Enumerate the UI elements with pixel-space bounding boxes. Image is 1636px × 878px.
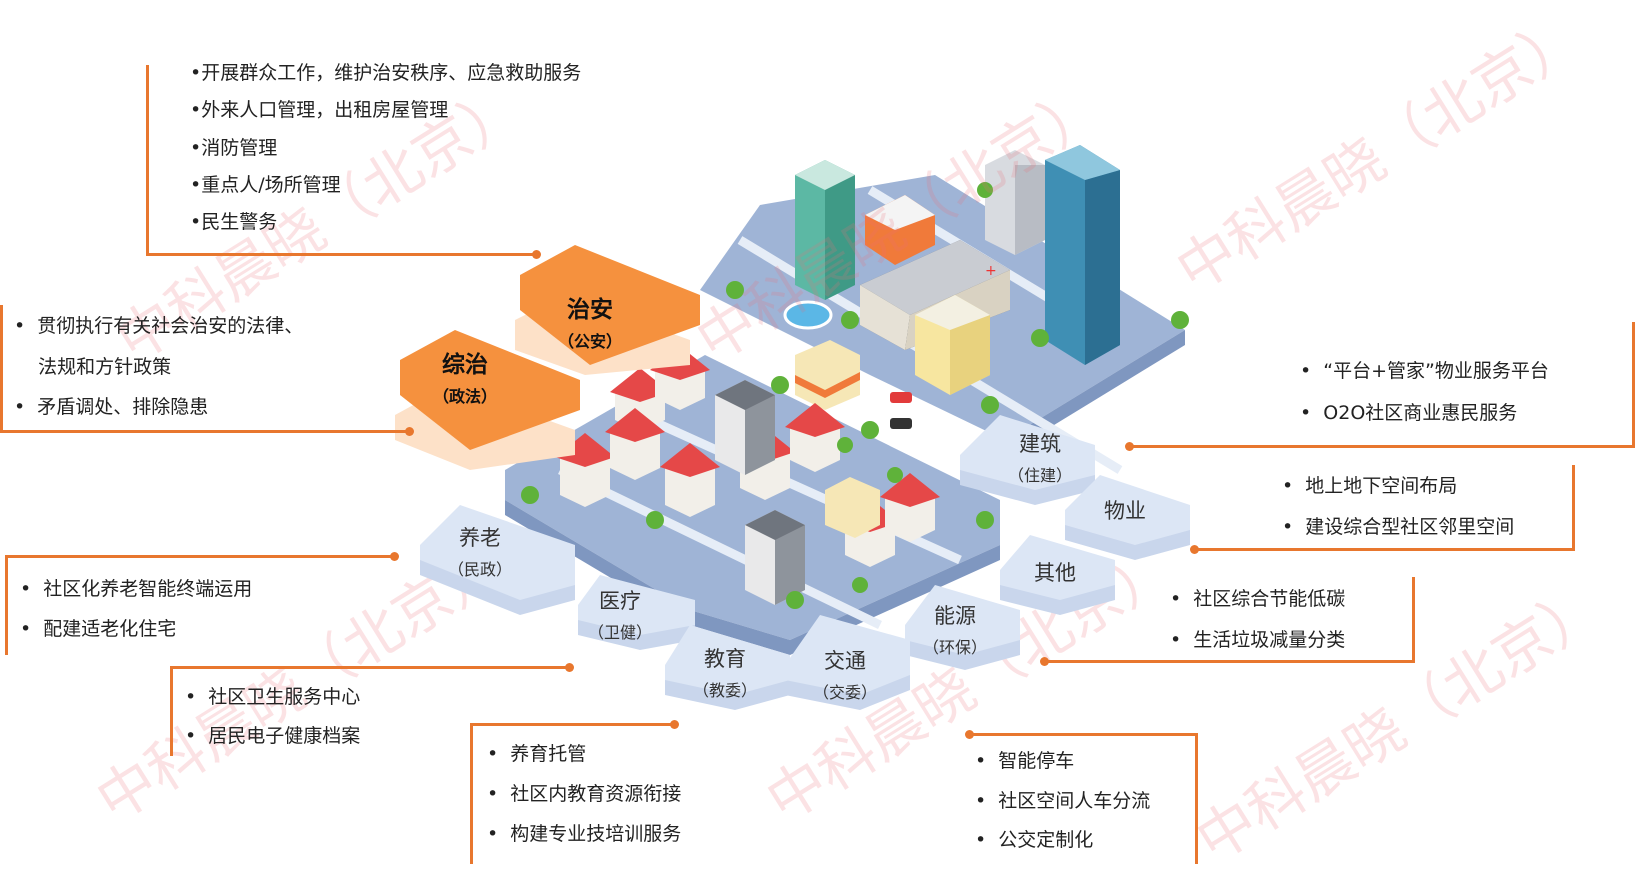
governance-tile-label: 综治 （政法） (410, 345, 520, 407)
svg-text:+: + (985, 263, 997, 279)
energy-title: 能源 (934, 604, 976, 628)
callout-line (1045, 660, 1415, 663)
other-title: 其他 (1034, 561, 1076, 585)
callout-line (1195, 733, 1198, 864)
pool (783, 300, 833, 330)
callout-line (1632, 322, 1635, 448)
list-item: • “平台+管家”物业服务平台 (1300, 360, 1549, 382)
list-item: • 社区综合节能低碳 (1170, 588, 1346, 610)
callout-line (170, 666, 173, 756)
transport-tile-label: 交通 （交委） (805, 645, 885, 703)
transport-title: 交通 (824, 649, 866, 673)
other-tile-label: 其他 (1015, 557, 1095, 587)
callout-dot (405, 427, 414, 436)
list-item: • 养育托管 (487, 743, 587, 765)
list-item: • 构建专业技培训服务 (487, 823, 682, 845)
callout-dot (670, 720, 679, 729)
energy-subtitle: （环保） (922, 638, 987, 657)
teal-building (795, 160, 855, 300)
elderly-subtitle: （民政） (447, 560, 512, 579)
property-tile-label: 物业 (1085, 495, 1165, 525)
list-item: • 公交定制化 (975, 829, 1094, 851)
list-item: •重点人/场所管理 (190, 174, 341, 196)
apartment-blocks (715, 380, 880, 605)
construction-title: 建筑 (1019, 432, 1061, 456)
construction-subtitle: （住建） (1007, 466, 1072, 485)
office-tower (985, 150, 1045, 255)
trees (521, 182, 1189, 609)
callout-line (0, 305, 3, 433)
education-tile-label: 教育 （教委） (685, 643, 765, 701)
callout-line (1195, 548, 1575, 551)
property-title: 物业 (1104, 499, 1146, 523)
elderly-title: 养老 (459, 526, 501, 550)
car-black (890, 418, 912, 429)
list-item: • 配建适老化住宅 (20, 618, 177, 640)
public-security-tile-label: 治安 （公安） (535, 290, 645, 352)
callout-line (1412, 577, 1415, 663)
energy-tile-label: 能源 （环保） (915, 600, 995, 658)
public-security-title: 治安 (567, 297, 613, 323)
list-item: • 社区卫生服务中心 (185, 686, 361, 708)
construction-tile-label: 建筑 （住建） (1000, 428, 1080, 486)
callout-line (170, 666, 570, 669)
callout-line (1130, 445, 1635, 448)
list-item: 法规和方针政策 (14, 356, 172, 378)
callout-dot (1190, 545, 1199, 554)
callout-line (970, 733, 1198, 736)
callout-line (146, 253, 536, 256)
list-item: • 生活垃圾减量分类 (1170, 629, 1346, 651)
callout-line (0, 430, 410, 433)
callout-dot (390, 552, 399, 561)
list-item: •民生警务 (190, 211, 278, 233)
medical-title: 医疗 (599, 589, 641, 613)
governance-title: 综治 (442, 352, 488, 378)
list-item: • 社区空间人车分流 (975, 790, 1151, 812)
list-item: •开展群众工作，维护治安秩序、应急救助服务 (190, 62, 582, 84)
callout-line (1572, 465, 1575, 551)
list-item: •消防管理 (190, 137, 278, 159)
yellow-apartment (915, 295, 990, 395)
medical-tile-label: 医疗 （卫健） (580, 585, 660, 643)
list-item: • O2O社区商业惠民服务 (1300, 402, 1518, 424)
car-red (890, 392, 912, 403)
callout-dot (532, 250, 541, 259)
list-item: • 贯彻执行有关社会治安的法律、 (14, 315, 304, 337)
tile-governance (400, 330, 580, 450)
list-item: • 社区化养老智能终端运用 (20, 578, 253, 600)
list-item: • 社区内教育资源衔接 (487, 783, 682, 805)
list-item: • 地上地下空间布局 (1282, 475, 1458, 497)
callout-line (470, 723, 473, 864)
glass-tower (1045, 145, 1120, 365)
list-item: • 居民电子健康档案 (185, 725, 361, 747)
list-item: •外来人口管理，出租房屋管理 (190, 99, 449, 121)
orange-building (865, 195, 935, 265)
callout-line (470, 723, 675, 726)
education-subtitle: （教委） (692, 681, 757, 700)
public-security-subtitle: （公安） (557, 332, 622, 351)
callout-dot (1040, 657, 1049, 666)
callout-line (5, 555, 8, 655)
list-item: • 建设综合型社区邻里空间 (1282, 516, 1515, 538)
list-item: • 智能停车 (975, 750, 1075, 772)
list-item: • 矛盾调处、排除隐患 (14, 396, 209, 418)
shop-building (795, 340, 860, 410)
transport-subtitle: （交委） (812, 683, 877, 702)
callout-dot (1125, 442, 1134, 451)
callout-dot (965, 730, 974, 739)
callout-dot (565, 663, 574, 672)
medical-subtitle: （卫健） (587, 623, 652, 642)
education-title: 教育 (704, 647, 746, 671)
callout-line (146, 65, 149, 256)
governance-subtitle: （政法） (432, 387, 497, 406)
tile-public-security (520, 245, 700, 365)
elderly-tile-label: 养老 （民政） (440, 522, 520, 580)
callout-line (5, 555, 395, 558)
